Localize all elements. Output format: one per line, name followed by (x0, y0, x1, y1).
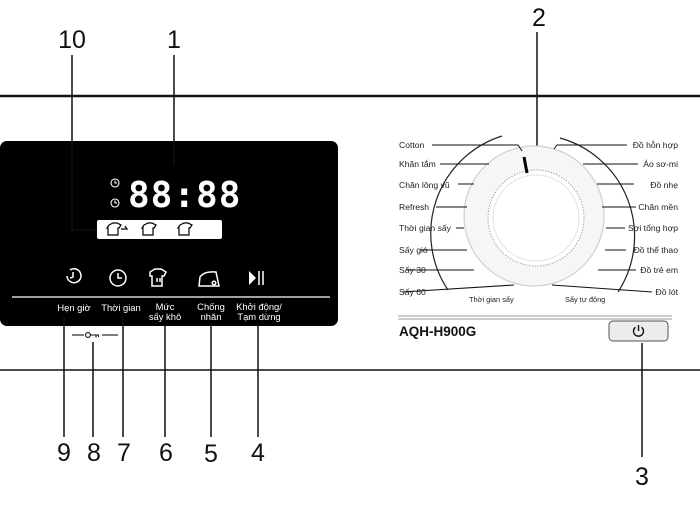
model-number: AQH-H900G (399, 324, 476, 339)
button-label-time: Thời gian (101, 302, 141, 313)
callout-3: 3 (635, 463, 649, 491)
key-icon (85, 332, 100, 338)
button-label-start-1: Khởi động/ (236, 301, 282, 312)
callout-2: 2 (532, 4, 546, 32)
program-down-comforter: Chăn lông vũ (399, 180, 450, 190)
power-button[interactable] (608, 320, 669, 342)
program-dry-60: Sấy 60 (399, 287, 426, 297)
digital-display: 88:88 (128, 175, 241, 216)
play-pause-icon (249, 271, 264, 285)
program-mixed: Đồ hỗn hợp (633, 140, 679, 150)
program-cotton: Cotton (399, 140, 425, 150)
button-label-delay: Hẹn giờ (57, 302, 90, 313)
program-sportswear: Đồ thể thao (634, 245, 679, 255)
button-label-antiwrinkle-2: nhăn (201, 311, 222, 322)
callout-10: 10 (58, 26, 86, 54)
program-blanket: Chăn mền (638, 202, 678, 212)
program-towel: Khăn tắm (399, 159, 436, 169)
program-babywear: Đồ trẻ em (640, 265, 678, 275)
program-synthetics: Sợi tổng hợp (628, 223, 678, 233)
button-label-antiwrinkle-1: Chống (197, 301, 225, 312)
button-label-start-2: Tạm dừng (237, 311, 280, 322)
clock-icon (109, 269, 127, 287)
callout-8: 8 (87, 439, 101, 467)
program-dial[interactable] (430, 135, 636, 293)
power-icon (632, 325, 645, 337)
iron-icon (198, 271, 220, 287)
program-underwear: Đồ lót (656, 287, 679, 297)
delay-timer-icon (66, 268, 82, 284)
child-lock-indicator (72, 332, 118, 338)
program-delicates: Đồ nhẹ (650, 180, 678, 190)
dryness-shirt-icon (149, 268, 167, 287)
group-label-timed: Thời gian sấy (469, 295, 514, 304)
callout-5: 5 (204, 440, 218, 468)
group-label-auto: Sấy tự động (565, 295, 605, 304)
button-label-dryness-1: Mức (156, 301, 175, 312)
program-timed-dry: Thời gian sấy (399, 223, 452, 233)
program-refresh: Refresh (399, 202, 429, 212)
callout-1: 1 (167, 26, 181, 54)
callout-4: 4 (251, 439, 265, 467)
dryness-shirt-icon (105, 222, 193, 236)
callout-6: 6 (159, 439, 173, 467)
program-shirts: Áo sơ-mi (643, 159, 678, 169)
callout-9: 9 (57, 439, 71, 467)
display-panel: 88:88 (0, 141, 338, 326)
timer-indicator-icon (110, 178, 120, 208)
callout-7: 7 (117, 439, 131, 467)
dryness-level-indicator (97, 220, 222, 239)
program-dry-30: Sấy 30 (399, 265, 426, 275)
program-air-dry: Sấy gió (399, 245, 428, 255)
button-label-dryness-2: sấy khô (149, 311, 181, 322)
